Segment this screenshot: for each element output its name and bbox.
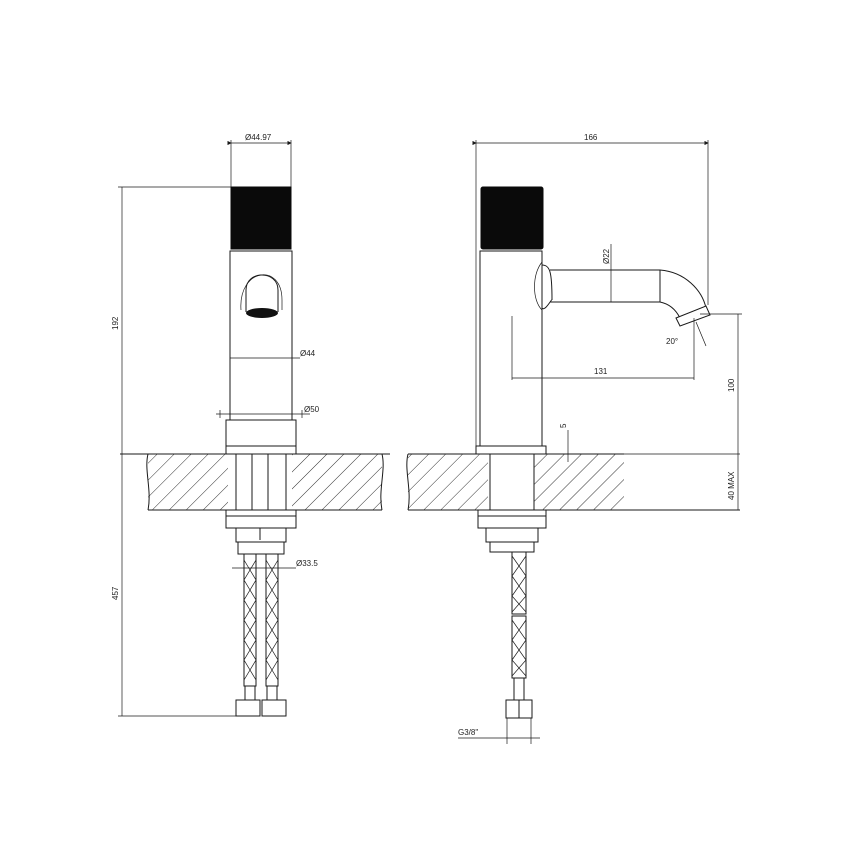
dim-spout-height: 100 <box>727 378 736 392</box>
dim-connection-thread: G3/8" <box>458 728 478 737</box>
dim-base-diameter: Ø50 <box>304 405 320 414</box>
dim-top-diameter: Ø44.97 <box>245 133 272 142</box>
aerator <box>246 308 278 318</box>
dim-body-diameter: Ø44 <box>300 349 316 358</box>
mixer-body-side <box>475 186 711 455</box>
dim-max-deck: 40 MAX <box>727 471 736 500</box>
countertop-section-right <box>406 453 740 511</box>
shank-side <box>477 453 547 719</box>
handle-knurled-front <box>230 186 292 250</box>
dim-spout-angle: 20° <box>666 337 678 346</box>
dim-spout-reach: 131 <box>594 367 608 376</box>
hoses-front <box>235 553 287 717</box>
dim-base-thickness: 5 <box>559 423 568 428</box>
shank-front <box>225 453 297 555</box>
front-dimensions: Ø44.97 192 Ø44 Ø50 Ø33.5 457 <box>111 133 320 717</box>
dim-spout-diameter: Ø22 <box>602 248 611 264</box>
spout-tip <box>675 305 711 327</box>
handle-knurled-side <box>480 186 544 250</box>
side-dimensions: 166 Ø22 20° 131 100 40 MAX 5 G3/8" <box>458 133 742 744</box>
dim-overall-depth: 166 <box>584 133 598 142</box>
dim-height: 192 <box>111 316 120 330</box>
side-view: 166 Ø22 20° 131 100 40 MAX 5 G3/8" <box>406 133 742 744</box>
dim-hose-diameter: Ø33.5 <box>296 559 318 568</box>
dim-hose-length: 457 <box>111 586 120 600</box>
countertop-section-left <box>120 453 390 511</box>
mixer-body-front <box>225 186 297 455</box>
front-view: Ø44.97 192 Ø44 Ø50 Ø33.5 457 <box>111 133 390 717</box>
